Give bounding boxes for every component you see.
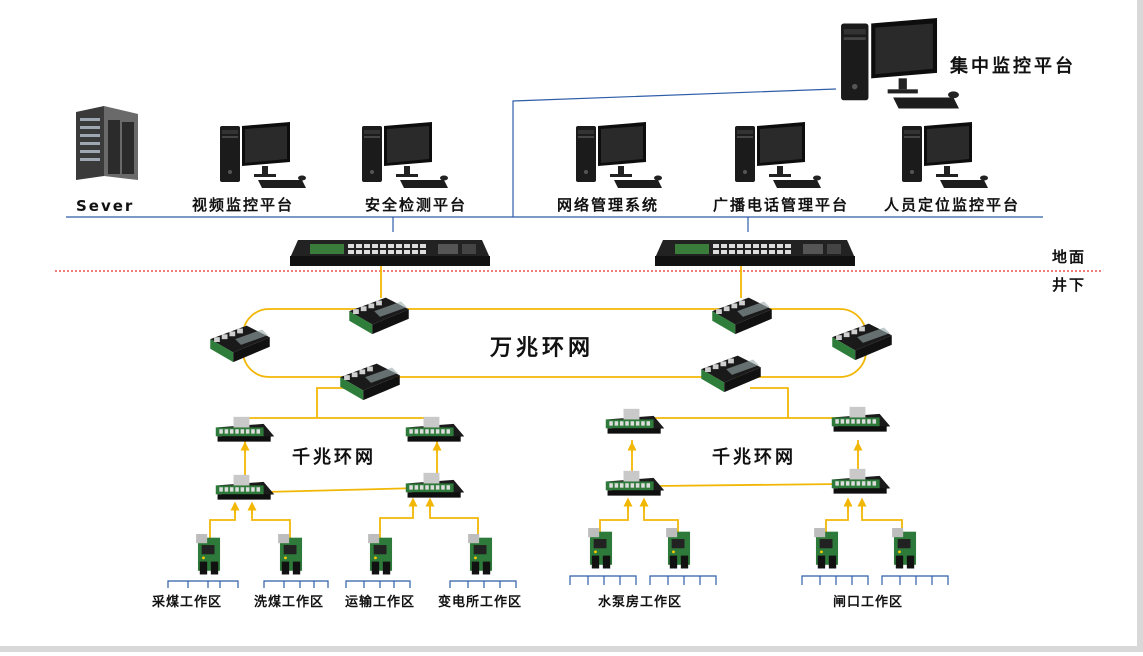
core-switch-right xyxy=(655,240,855,266)
ring-links xyxy=(209,266,903,540)
core-switch-left xyxy=(290,240,490,266)
label-network: 网络管理系统 xyxy=(557,196,659,214)
label-central: 集中监控平台 xyxy=(949,55,1076,77)
label-server: Sever xyxy=(76,197,134,215)
central-pc-icon xyxy=(841,18,959,109)
label-underground: 井下 xyxy=(1052,276,1086,294)
central-link-line xyxy=(512,88,837,217)
frame-edge-right xyxy=(1137,0,1143,652)
label-broadcast: 广播电话管理平台 xyxy=(713,196,849,214)
media-converter-icon xyxy=(196,534,221,575)
ring1g-node xyxy=(405,416,465,442)
label-personnel: 人员定位监控平台 xyxy=(884,196,1020,214)
ring10g-node xyxy=(832,323,892,361)
personnel-pc-icon xyxy=(902,122,988,188)
media-converter-icon xyxy=(468,534,493,575)
media-converter-icon xyxy=(814,528,839,569)
ring10g-node xyxy=(340,363,400,401)
media-converter-icon xyxy=(588,528,613,569)
video-pc-icon xyxy=(220,122,306,188)
server-icon xyxy=(76,106,138,180)
ring10g-node xyxy=(349,297,409,335)
ring10g-node xyxy=(701,355,761,393)
label-ring1g-right: 千兆环网 xyxy=(712,447,796,468)
label-ground: 地面 xyxy=(1052,248,1086,266)
ring10g-node xyxy=(712,297,772,335)
ring1g-node xyxy=(215,416,275,442)
safety-pc-icon xyxy=(362,122,448,188)
network-pc-icon xyxy=(576,122,662,188)
media-converter-icon xyxy=(666,528,691,569)
label-work-area: 洗煤工作区 xyxy=(254,594,324,610)
ring1g-node xyxy=(605,470,665,496)
ring1g-node xyxy=(215,474,275,500)
label-work-area: 变电所工作区 xyxy=(438,594,522,610)
label-work-area: 运输工作区 xyxy=(345,594,415,610)
ring10g-node xyxy=(210,325,270,363)
label-video: 视频监控平台 xyxy=(192,196,294,214)
media-converter-icon xyxy=(368,534,393,575)
frame-edge-bottom xyxy=(0,646,1143,652)
broadcast-pc-icon xyxy=(735,122,821,188)
media-converter-icon xyxy=(278,534,303,575)
label-ring10g: 万兆环网 xyxy=(489,336,594,361)
label-ring1g-left: 千兆环网 xyxy=(292,447,376,468)
label-work-area: 水泵房工作区 xyxy=(598,594,682,610)
label-safety: 安全检测平台 xyxy=(365,196,467,214)
label-work-area: 采煤工作区 xyxy=(151,594,222,610)
label-work-area: 闸口工作区 xyxy=(833,594,903,610)
ring1g-node xyxy=(605,408,665,434)
ring1g-node xyxy=(831,468,891,494)
ring1g-node xyxy=(405,472,465,498)
ring1g-node xyxy=(831,406,891,432)
media-converter-icon xyxy=(892,528,917,569)
endpoint-bars xyxy=(167,575,949,588)
